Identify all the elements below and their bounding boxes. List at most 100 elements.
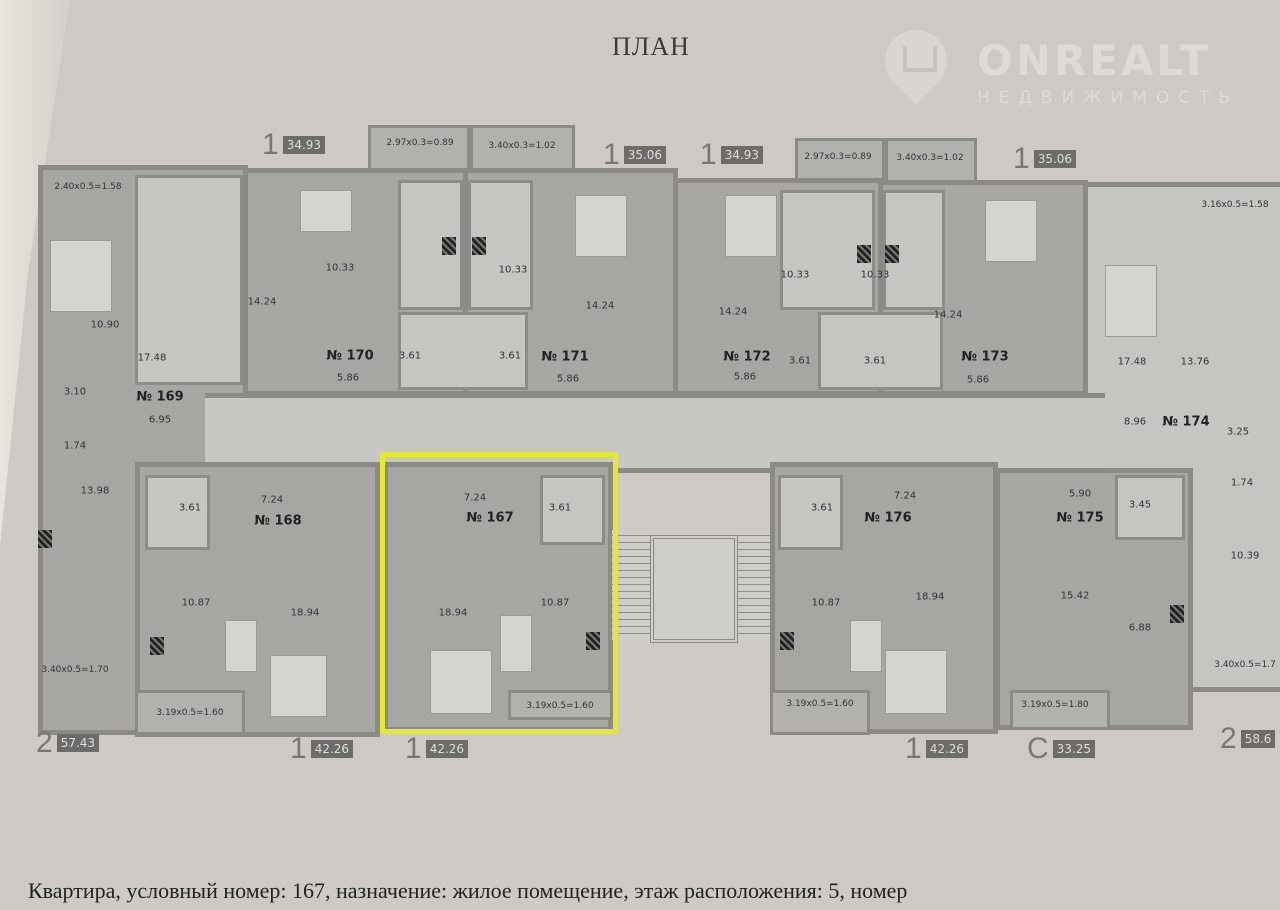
room-area: 14.24 <box>247 296 277 308</box>
unit-area: 58.6 <box>1240 730 1276 748</box>
room-area: 3.61 <box>788 355 812 367</box>
watermark-brand: ONREALT <box>977 36 1211 85</box>
stove-icon <box>1170 605 1184 623</box>
room <box>540 475 605 545</box>
watermark-subtitle: НЕДВИЖИМОСТЬ <box>977 88 1240 108</box>
room-count: С <box>1027 732 1049 765</box>
balcony-label: 3.19x0.5=1.80 <box>1021 700 1089 710</box>
stove-icon <box>150 637 164 655</box>
room-area: 10.33 <box>780 269 810 281</box>
apartment-number: № 176 <box>864 510 912 526</box>
unit-area: 33.25 <box>1052 740 1096 758</box>
balcony-label: 2.97x0.3=0.89 <box>804 152 872 162</box>
balcony-label: 2.97x0.3=0.89 <box>386 138 454 148</box>
selected-apartment-highlight <box>380 452 618 734</box>
apartment-number: № 169 <box>136 389 184 405</box>
apartment-number: № 171 <box>541 349 589 365</box>
document-caption: Квартира, условный номер: 167, назначени… <box>28 878 908 903</box>
room-area: 15.42 <box>1060 590 1090 602</box>
balcony-label: 3.19x0.5=1.60 <box>526 701 594 711</box>
room-area: 10.87 <box>540 597 570 609</box>
room-area: 18.94 <box>438 607 468 619</box>
room-area: 5.86 <box>336 372 360 384</box>
furniture <box>1105 265 1157 337</box>
room <box>778 475 843 550</box>
room-area: 7.24 <box>260 494 284 506</box>
room-count: 1 <box>905 732 922 765</box>
unit-area: 34.93 <box>282 136 326 154</box>
room-area: 10.87 <box>811 597 841 609</box>
room-area: 3.61 <box>178 502 202 514</box>
balcony-170 <box>368 125 470 173</box>
room-area: 3.61 <box>548 502 572 514</box>
stove-icon <box>586 632 600 650</box>
furniture <box>300 190 352 232</box>
stove-icon <box>857 245 871 263</box>
room <box>1115 475 1185 540</box>
balcony-label: 3.40x0.5=1.7 <box>1214 660 1276 670</box>
table <box>500 615 532 672</box>
apartment-number: № 172 <box>723 349 771 365</box>
room-area: 18.94 <box>915 591 945 603</box>
unit-area: 34.93 <box>720 146 764 164</box>
room-area: 7.24 <box>893 490 917 502</box>
room-count: 1 <box>700 138 717 171</box>
room-area: 5.86 <box>556 373 580 385</box>
furniture <box>575 195 627 257</box>
house-icon <box>903 46 937 72</box>
room-count: 2 <box>36 726 53 759</box>
bed <box>430 650 492 714</box>
room-count: 1 <box>405 732 422 765</box>
room-area: 14.24 <box>718 306 748 318</box>
room-area: 10.87 <box>181 597 211 609</box>
balcony-label: 3.40x0.3=1.02 <box>488 141 556 151</box>
apartment-number: № 173 <box>961 349 1009 365</box>
room <box>398 312 528 390</box>
balcony-171 <box>470 125 575 173</box>
room-area: 5.90 <box>1068 488 1092 500</box>
balcony-label: 2.40x0.5=1.58 <box>54 182 122 192</box>
room-area: 6.95 <box>148 414 172 426</box>
room-area: 3.25 <box>1226 426 1250 438</box>
plan-title: ПЛАН <box>612 32 690 61</box>
balcony-168 <box>135 690 245 735</box>
apartment-number: № 168 <box>254 513 302 529</box>
room-area: 10.90 <box>90 319 120 331</box>
room-area: 7.24 <box>463 492 487 504</box>
balcony-label: 3.19x0.5=1.60 <box>786 699 854 709</box>
bed <box>885 650 947 714</box>
room-area: 1.74 <box>63 440 87 452</box>
room-area: 3.61 <box>863 355 887 367</box>
stove-icon <box>442 237 456 255</box>
unit-area: 42.26 <box>925 740 969 758</box>
unit-area: 57.43 <box>56 734 100 752</box>
stove-icon <box>885 245 899 263</box>
unit-area: 35.06 <box>1033 150 1077 168</box>
room-area: 5.86 <box>733 371 757 383</box>
room-area: 3.61 <box>810 502 834 514</box>
furniture <box>985 200 1037 262</box>
balcony-label: 3.40x0.5=1.70 <box>41 665 109 675</box>
room-area: 13.98 <box>80 485 110 497</box>
room <box>780 190 875 310</box>
balcony-173 <box>885 138 977 186</box>
balcony-label: 3.40x0.3=1.02 <box>896 153 964 163</box>
room-area: 5.86 <box>966 374 990 386</box>
apartment-number: № 174 <box>1162 414 1210 430</box>
unit-area: 42.26 <box>310 740 354 758</box>
stove-icon <box>472 237 486 255</box>
room-area: 13.76 <box>1180 356 1210 368</box>
room-count: 1 <box>1013 142 1030 175</box>
watermark-logo: ONREALT НЕДВИЖИМОСТЬ <box>872 17 1255 112</box>
elevator-shaft <box>650 535 738 643</box>
room-area: 10.33 <box>325 262 355 274</box>
